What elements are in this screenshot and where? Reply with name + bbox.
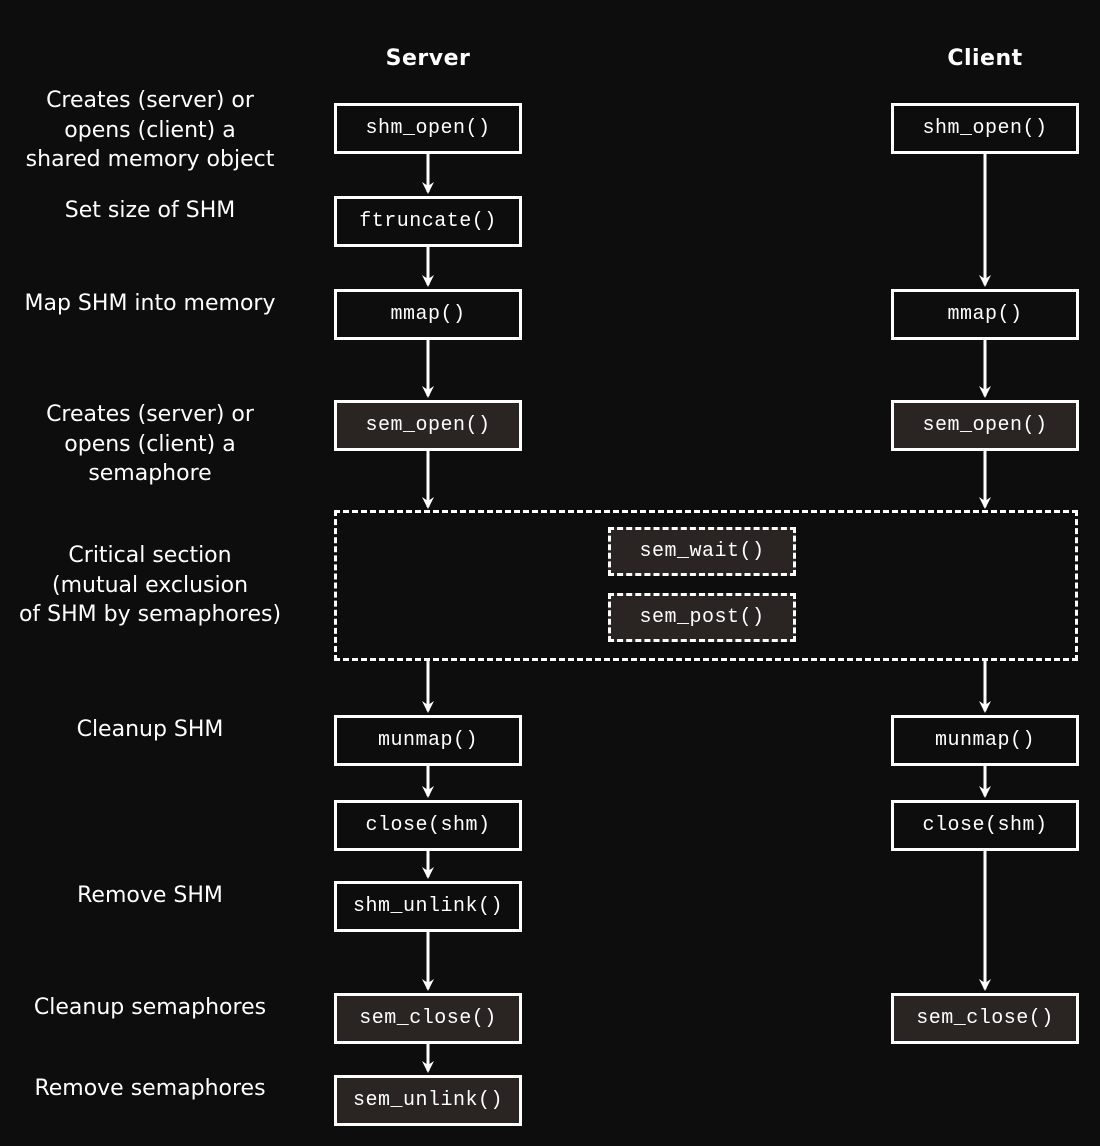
server-munmap-box: munmap() <box>334 715 522 766</box>
server-mmap-box: mmap() <box>334 289 522 340</box>
label-cleanup-shm: Cleanup SHM <box>76 717 224 742</box>
label-critical-section: Critical section (mutual exclusion of SH… <box>18 543 282 627</box>
client-shm-open-box: shm_open() <box>891 103 1079 154</box>
server-sem-open-box: sem_open() <box>334 400 522 451</box>
server-header: Server <box>385 46 471 71</box>
label-shm-object: Creates (server) or opens (client) a sha… <box>25 88 275 172</box>
server-sem-unlink-box: sem_unlink() <box>334 1075 522 1126</box>
label-remove-shm: Remove SHM <box>77 883 223 908</box>
sem-wait-box: sem_wait() <box>608 527 796 576</box>
server-shm-open-box: shm_open() <box>334 103 522 154</box>
label-set-size: Set size of SHM <box>64 198 236 223</box>
sem-post-box: sem_post() <box>608 593 796 642</box>
critical-section-region <box>334 510 1078 661</box>
client-sem-open-box: sem_open() <box>891 400 1079 451</box>
client-close-box: close(shm) <box>891 800 1079 851</box>
server-sem-close-box: sem_close() <box>334 993 522 1044</box>
client-header: Client <box>947 46 1023 71</box>
label-semaphore: Creates (server) or opens (client) a sem… <box>46 402 254 486</box>
client-munmap-box: munmap() <box>891 715 1079 766</box>
client-mmap-box: mmap() <box>891 289 1079 340</box>
client-sem-close-box: sem_close() <box>891 993 1079 1044</box>
label-cleanup-semaphores: Cleanup semaphores <box>33 995 267 1020</box>
label-remove-semaphores: Remove semaphores <box>34 1076 266 1101</box>
server-shm-unlink-box: shm_unlink() <box>334 881 522 932</box>
server-close-box: close(shm) <box>334 800 522 851</box>
server-ftruncate-box: ftruncate() <box>334 196 522 247</box>
label-map: Map SHM into memory <box>24 291 276 316</box>
